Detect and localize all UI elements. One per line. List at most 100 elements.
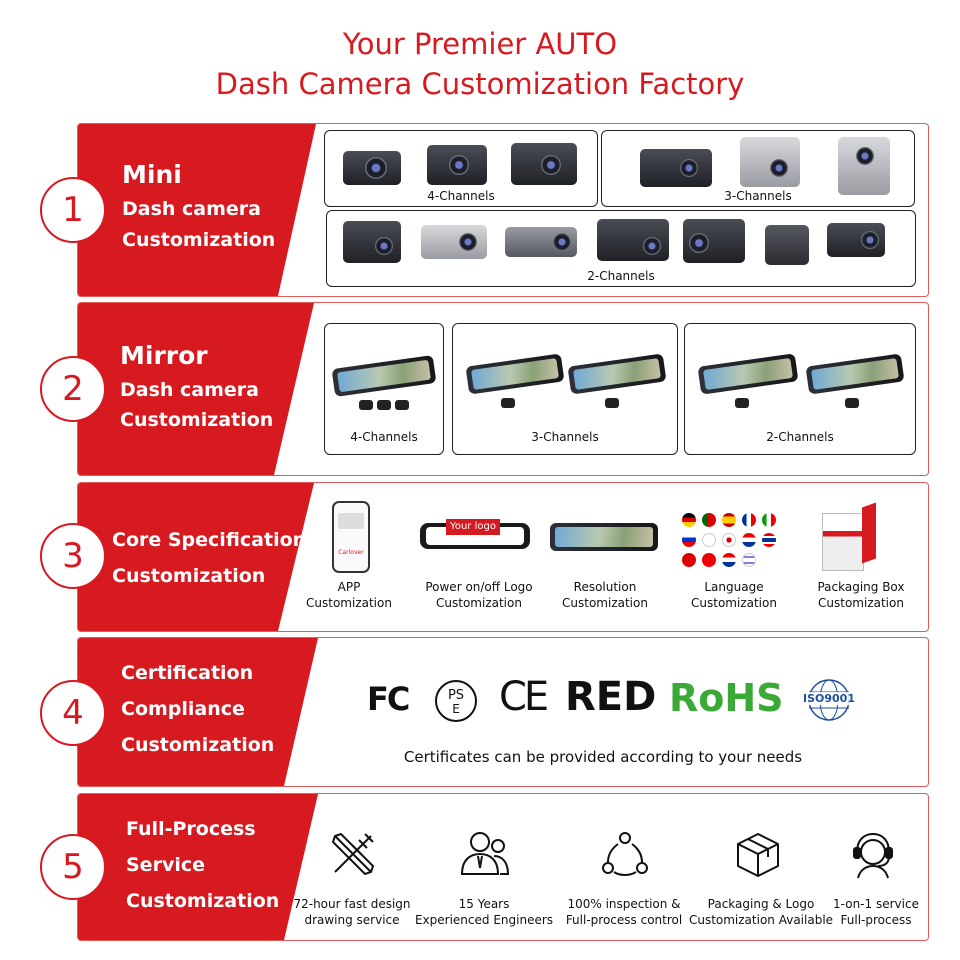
item-caption: APP Customization <box>288 579 410 611</box>
camera-image <box>838 137 890 195</box>
caption-line-1: APP <box>337 580 361 594</box>
item-caption: Power on/off Logo Customization <box>414 579 544 611</box>
page-title-line-2: Dash Camera Customization Factory <box>215 67 745 101</box>
section-title-line-3: Customization <box>120 409 274 431</box>
item-caption: Packaging Box Customization <box>798 579 924 611</box>
caption-line-1: 1-on-1 service <box>833 897 919 911</box>
resolution-mirror-image <box>550 523 658 551</box>
red-logo: RED <box>565 674 657 720</box>
camera-image <box>511 143 577 185</box>
group-caption: 2-Channels <box>766 430 834 444</box>
camera-image <box>505 227 577 257</box>
item-caption: Resolution Customization <box>544 579 666 611</box>
item-caption: Language Customization <box>672 579 796 611</box>
section-number-badge: 4 <box>40 680 106 746</box>
your-logo-label: Your logo <box>446 519 500 535</box>
design-tools-icon <box>331 832 375 876</box>
section-title-line-1: Mirror <box>120 341 208 370</box>
camera-image <box>765 225 809 265</box>
section-number-badge: 5 <box>40 834 106 900</box>
brand-label: Carlover <box>338 549 364 556</box>
group-2-channels: 2-Channels <box>326 210 916 287</box>
section-mini-dash-camera: Mini Dash camera Customization 4-Channel… <box>77 123 929 297</box>
group-caption: 4-Channels <box>350 430 418 444</box>
group-caption: 2-Channels <box>587 269 655 283</box>
section-band <box>78 303 928 475</box>
process-cycle-icon <box>602 832 648 876</box>
camera-image <box>427 145 487 185</box>
section-core-specification: Core Specification Customization Carlove… <box>77 482 929 632</box>
section-title-line-1: Full-Process <box>126 818 256 840</box>
section-title-line-3: Customization <box>122 229 276 251</box>
section-number-badge: 3 <box>40 523 106 589</box>
iso-text: ISO9001 <box>801 692 857 705</box>
camera-image <box>343 151 401 185</box>
section-number-badge: 2 <box>40 356 106 422</box>
pse-e-text: E <box>452 702 460 716</box>
mirror-camera-image <box>567 353 667 395</box>
group-4-channels: 4-Channels <box>324 323 444 455</box>
certificate-note: Certificates can be provided according t… <box>403 748 803 766</box>
group-caption: 3-Channels <box>724 189 792 203</box>
package-box-icon <box>737 833 779 877</box>
caption-line-1: 72-hour fast design <box>293 897 411 911</box>
section-title-line-3: Customization <box>121 734 275 756</box>
camera-image <box>343 221 401 263</box>
packaging-box-image <box>822 502 876 571</box>
ce-logo: CE <box>499 674 549 720</box>
language-flags-image <box>682 513 778 571</box>
item-caption: 15 Years Experienced Engineers <box>414 896 554 928</box>
section-mirror-dash-camera: Mirror Dash camera Customization 4-Chann… <box>77 302 929 476</box>
item-caption: Packaging & Logo Customization Available <box>688 896 834 928</box>
caption-line-1: Language <box>704 580 764 594</box>
caption-line-2: Full-process <box>840 913 912 927</box>
mirror-camera-image <box>805 353 905 395</box>
group-3-channels: 3-Channels <box>452 323 678 455</box>
section-band <box>78 638 928 786</box>
mirror-camera-image <box>697 353 799 395</box>
caption-line-2: Customization <box>691 596 777 610</box>
section-title-line-2: Service <box>126 854 205 876</box>
group-4-channels: 4-Channels <box>324 130 598 207</box>
section-title-line-2: Dash camera <box>122 198 262 220</box>
group-caption: 3-Channels <box>531 430 599 444</box>
caption-line-2: Full-process control <box>565 913 683 927</box>
section-title-line-2: Compliance <box>121 698 245 720</box>
rohs-logo: RoHS <box>669 676 784 720</box>
caption-line-2: Customization <box>306 596 392 610</box>
group-caption: 4-Channels <box>427 189 495 203</box>
caption-line-1: 15 Years <box>458 897 510 911</box>
page-title-line-1: Your Premier AUTO <box>342 27 618 61</box>
caption-line-1: Power on/off Logo <box>425 580 533 594</box>
camera-image <box>640 149 712 187</box>
section-title-line-3: Customization <box>126 890 280 912</box>
caption-line-2: Customization <box>818 596 904 610</box>
caption-line-2: Customization <box>562 596 648 610</box>
fc-logo: FC <box>367 680 410 718</box>
section-band <box>78 124 928 296</box>
caption-line-1: 100% inspection & <box>567 897 681 911</box>
caption-line-2: Customization Available <box>688 913 834 927</box>
caption-line-2: Customization <box>436 596 522 610</box>
caption-line-2: Experienced Engineers <box>414 913 554 927</box>
group-3-channels: 3-Channels <box>601 130 915 207</box>
phone-app-image: Carlover <box>332 501 370 573</box>
item-caption: 1-on-1 service Full-process <box>826 896 926 928</box>
section-full-process-service: Full-Process Service Customization 72-ho… <box>77 793 929 941</box>
caption-line-2: drawing service <box>304 913 400 927</box>
section-title-line-1: Core Specification <box>112 529 307 551</box>
section-band <box>78 483 928 631</box>
section-title-line-2: Customization <box>112 565 266 587</box>
caption-line-1: Resolution <box>573 580 637 594</box>
camera-image <box>740 137 800 187</box>
pse-text: PS <box>447 688 465 703</box>
section-title-line-2: Dash camera <box>120 379 260 401</box>
headset-support-icon <box>853 832 893 879</box>
section-number-badge: 1 <box>40 177 106 243</box>
iso9001-logo: ISO9001 <box>801 678 857 722</box>
item-caption: 72-hour fast design drawing service <box>284 896 420 928</box>
engineers-icon <box>460 832 510 875</box>
caption-line-1: Packaging Box <box>817 580 905 594</box>
group-2-channels: 2-Channels <box>684 323 916 455</box>
section-title-line-1: Certification <box>121 662 254 684</box>
